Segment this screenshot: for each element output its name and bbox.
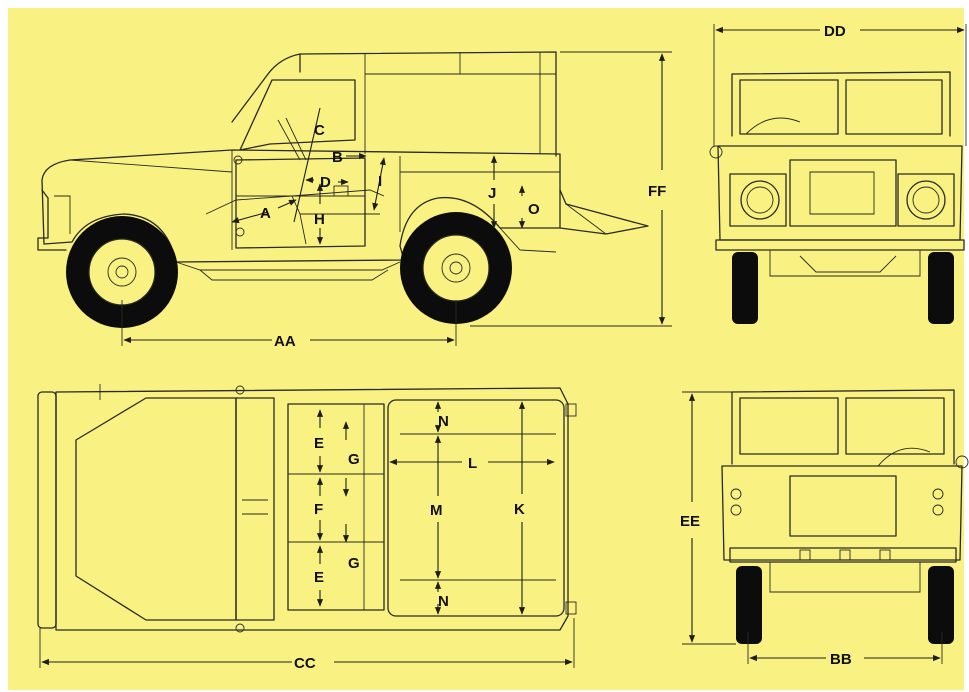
- label-g-top: G: [348, 451, 360, 468]
- label-dd: DD: [824, 23, 846, 40]
- yellow-paper-background: [8, 8, 964, 690]
- label-c: C: [314, 122, 325, 139]
- label-n-top: N: [438, 413, 449, 430]
- label-ee: EE: [680, 513, 700, 530]
- label-a: A: [260, 205, 271, 222]
- front-view: [709, 24, 967, 324]
- label-cc: CC: [294, 655, 316, 672]
- label-n-bottom: N: [438, 593, 449, 610]
- label-e-bottom: E: [314, 569, 324, 586]
- dimension-labels: A B C D H I J O AA FF DD E F E G G N N L…: [260, 23, 852, 672]
- side-canvas-top: [231, 51, 557, 157]
- label-k: K: [514, 501, 525, 518]
- label-m: M: [430, 502, 443, 519]
- side-body-outline: [41, 149, 561, 263]
- label-ff: FF: [648, 183, 666, 200]
- label-e-top: E: [314, 435, 324, 452]
- label-g-bottom: G: [348, 555, 360, 572]
- label-o: O: [528, 201, 540, 218]
- top-view: [37, 384, 577, 668]
- label-j: J: [488, 185, 496, 202]
- label-bb: BB: [830, 651, 852, 668]
- label-aa: AA: [274, 333, 296, 350]
- rear-view: [682, 389, 969, 664]
- label-l: L: [468, 455, 477, 472]
- label-i: I: [378, 173, 382, 190]
- label-d: D: [320, 174, 331, 191]
- label-b: B: [332, 149, 343, 166]
- side-view: [37, 51, 672, 346]
- label-f: F: [314, 501, 323, 518]
- label-h: H: [314, 211, 325, 228]
